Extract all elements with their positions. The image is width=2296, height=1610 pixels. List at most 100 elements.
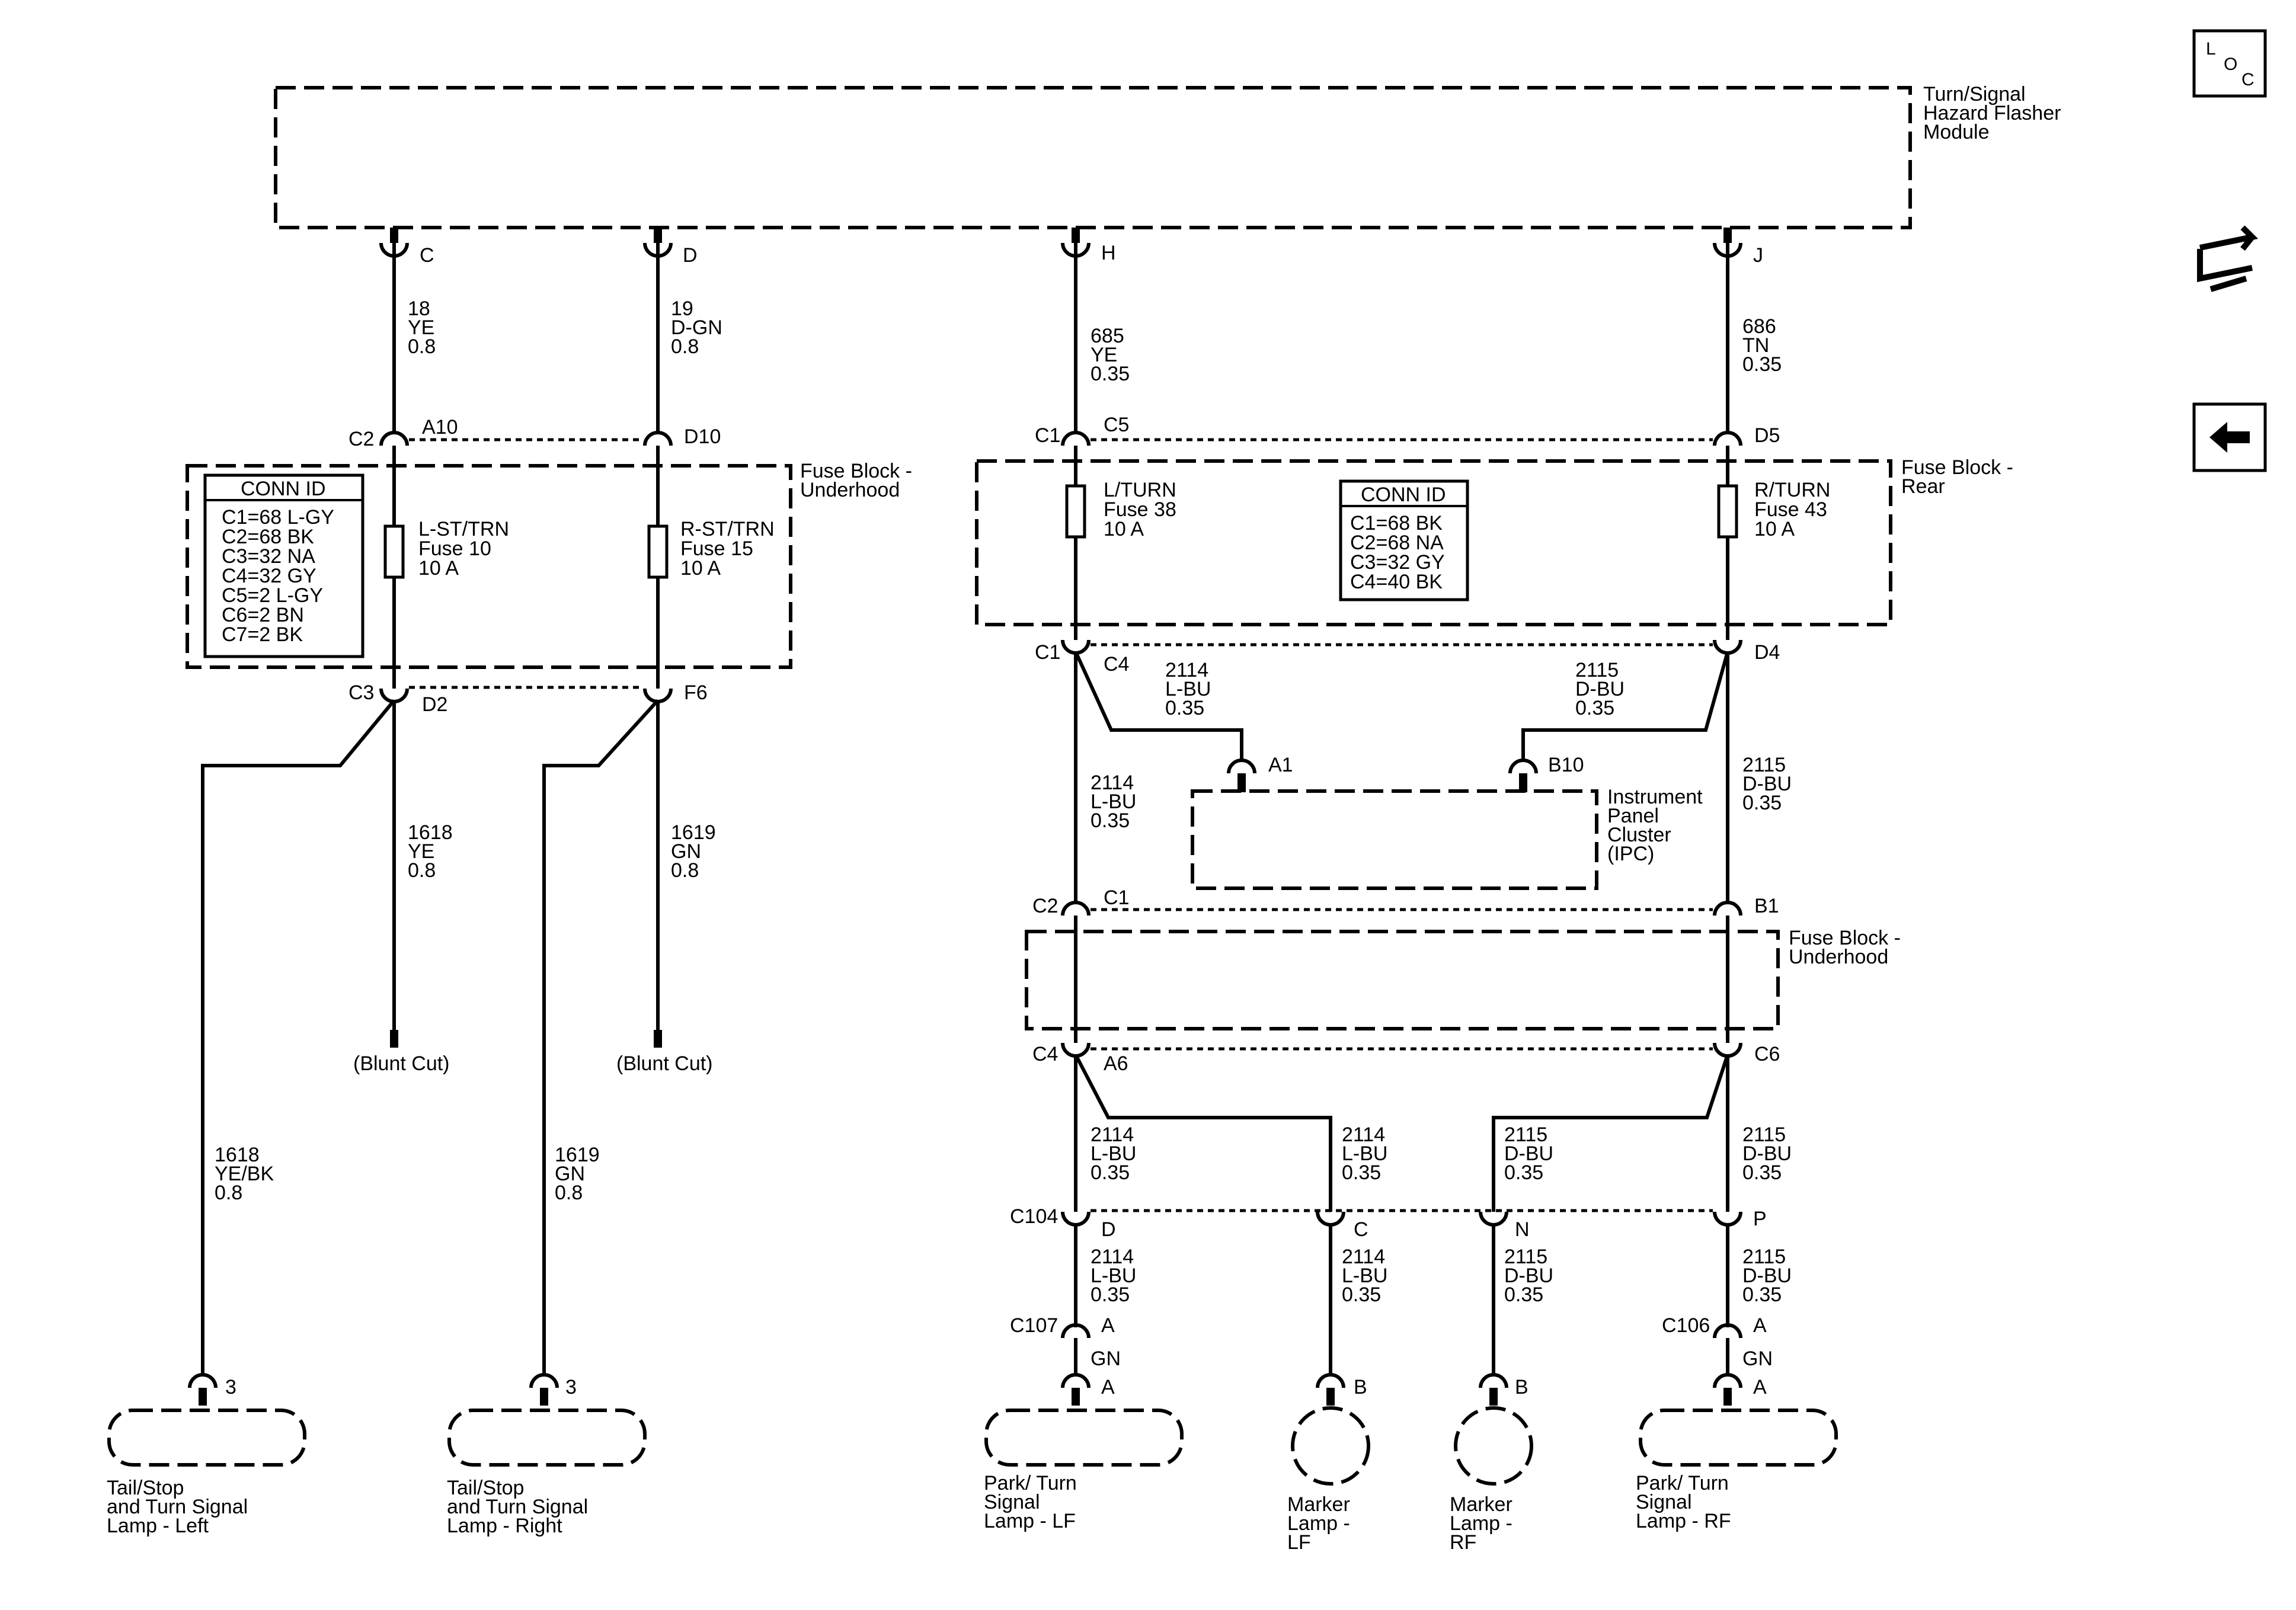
wire-number: 685 <box>1091 325 1124 347</box>
fuse-label: R-ST/TRN <box>680 518 775 540</box>
wire-color: D-BU <box>1504 1142 1553 1165</box>
blunt-cut-label: (Blunt Cut) <box>353 1052 450 1075</box>
wire-color: L-BU <box>1342 1142 1387 1165</box>
fuse-block-rear <box>975 459 1892 626</box>
wire-number: 2114 <box>1091 1246 1134 1268</box>
wire-size: 0.35 <box>1091 809 1130 832</box>
turn-signal-hazard-flasher-module <box>274 86 1912 229</box>
wire-number: 2114 <box>1091 772 1134 794</box>
wire-label-686: 686 TN 0.35 <box>1742 315 1782 376</box>
fuse-label: L-ST/TRN <box>418 518 509 540</box>
wire-label-2114-ipc: 2114 L-BU 0.35 <box>1165 659 1211 719</box>
conn-id-row: C4=32 GY <box>222 565 316 587</box>
lamp-label-line: Tail/Stop <box>107 1477 184 1499</box>
loc-letter-c: C <box>2241 70 2255 89</box>
wire-color: GN <box>671 840 701 863</box>
wire-label-2114-mid: 2114 L-BU 0.35 <box>1091 772 1136 832</box>
instrument-panel-cluster <box>1191 789 1598 890</box>
lamp-label-park-rf: Park/ Turn Signal Lamp - RF <box>1636 1472 1731 1532</box>
wire-number: 2115 <box>1504 1246 1547 1268</box>
pin-label: 3 <box>225 1376 236 1398</box>
wire-color: D-BU <box>1504 1265 1553 1287</box>
wire-color: YE <box>408 316 434 339</box>
connector-label: C1 <box>1035 424 1060 447</box>
wire-number: 1619 <box>671 821 716 844</box>
c107-label: C107 <box>1010 1314 1058 1337</box>
wire-number: 2115 <box>1742 754 1786 776</box>
wire-number: 2115 <box>1742 1246 1786 1268</box>
fuse-38-label: L/TURN Fuse 38 10 A <box>1104 479 1176 540</box>
pin-label: J <box>1753 244 1763 267</box>
wire-label-2114-a: 2114 L-BU 0.35 <box>1091 1124 1136 1184</box>
wire-color: D-BU <box>1742 1142 1792 1165</box>
pin-label: A10 <box>422 416 458 438</box>
pin-label: D10 <box>684 425 721 448</box>
wire-color: L-BU <box>1091 1142 1136 1165</box>
lamp-label-line: LF <box>1287 1531 1311 1554</box>
lamp-label-line: Lamp - Left <box>107 1515 209 1537</box>
wire-label-2115-mid: 2115 D-BU 0.35 <box>1742 754 1792 814</box>
fuse-43-label: R/TURN Fuse 43 10 A <box>1754 479 1830 540</box>
pin-label: B10 <box>1548 754 1584 776</box>
wire-color: L-BU <box>1091 790 1136 813</box>
wire-color: D-BU <box>1575 678 1625 700</box>
conn-id-row: C7=2 BK <box>222 623 303 646</box>
pin-label: C4 <box>1104 653 1129 676</box>
lamp-label-line: Signal <box>1636 1491 1692 1513</box>
wire-color: D-GN <box>671 316 722 339</box>
pin-label: F6 <box>684 681 708 704</box>
fuse-label: Fuse 10 <box>418 537 491 560</box>
wire-size: 0.35 <box>1504 1283 1543 1306</box>
pin-label: H <box>1101 242 1116 264</box>
loc-letter-o: O <box>2224 55 2237 74</box>
wire-label-2115-b: 2115 D-BU 0.35 <box>1742 1124 1792 1184</box>
wire-label-2114-c: 2114 L-BU 0.35 <box>1091 1246 1136 1306</box>
fuse-block-underhood-label: Fuse Block - Underhood <box>800 460 912 501</box>
lamp-label-line: Tail/Stop <box>447 1477 524 1499</box>
lamp-label-marker-lf: Marker Lamp - LF <box>1287 1493 1350 1554</box>
wire-number: 1618 <box>408 821 453 844</box>
wire-size: 0.35 <box>1342 1161 1381 1184</box>
connector-icon[interactable] <box>2197 225 2259 292</box>
wire-size: 0.35 <box>1742 792 1782 814</box>
wire-size: 0.8 <box>408 859 436 882</box>
conn-id-table-underhood: CONN ID C1=68 L-GY C2=68 BK C3=32 NA C4=… <box>203 473 364 658</box>
pin-label: A <box>1753 1314 1767 1337</box>
pin-label: A1 <box>1268 754 1293 776</box>
fuse-15-label: R-ST/TRN Fuse 15 10 A <box>680 518 775 580</box>
module-label: Turn/Signal Hazard Flasher Module <box>1923 83 2061 143</box>
fuse-label: Fuse 43 <box>1754 498 1827 521</box>
wire-size: 0.8 <box>671 335 699 358</box>
conn-id-table-rear: CONN ID C1=68 BK C2=68 NA C3=32 GY C4=40… <box>1339 479 1469 601</box>
wire-label-19: 19 D-GN 0.8 <box>671 297 722 358</box>
pin-label: B <box>1515 1376 1528 1398</box>
wire-label-1618-ye-bk: 1618 YE/BK 0.8 <box>215 1144 274 1204</box>
wire-size: 0.35 <box>1575 697 1614 719</box>
wire-label-2115-a: 2115 D-BU 0.35 <box>1504 1124 1553 1184</box>
lamp-label-line: Lamp - <box>1450 1512 1512 1535</box>
wire-label-2114-d: 2114 L-BU 0.35 <box>1342 1246 1387 1306</box>
tail-stop-turn-lamp-right <box>447 1409 647 1467</box>
loc-icon[interactable]: L O C <box>2192 29 2267 98</box>
lamp-label-line: and Turn Signal <box>447 1496 588 1518</box>
connector-label: C1 <box>1035 641 1060 664</box>
pin-label: C <box>1354 1218 1368 1241</box>
connector-label: C2 <box>1032 895 1058 917</box>
conn-id-title: CONN ID <box>1361 484 1446 506</box>
wire-color: L-BU <box>1165 678 1211 700</box>
module-label-line2: Hazard Flasher <box>1923 102 2061 124</box>
connector-symbols <box>188 228 1742 1406</box>
pin-label: C5 <box>1104 414 1129 436</box>
ipc-label-1: Instrument <box>1607 786 1703 808</box>
wire-size: 0.8 <box>408 335 436 358</box>
fbr-title-2: Rear <box>1901 475 1945 498</box>
wire-size: 0.35 <box>1342 1283 1381 1306</box>
back-arrow-icon[interactable] <box>2192 402 2267 472</box>
wire-size: 0.8 <box>671 859 699 882</box>
wire-number: 686 <box>1742 315 1776 338</box>
loc-letter-l: L <box>2206 39 2216 59</box>
pin-label: D5 <box>1754 424 1780 447</box>
pin-label: P <box>1753 1208 1767 1230</box>
wire-color-gn: GN <box>1742 1347 1773 1370</box>
module-label-line1: Turn/Signal <box>1923 83 2026 105</box>
